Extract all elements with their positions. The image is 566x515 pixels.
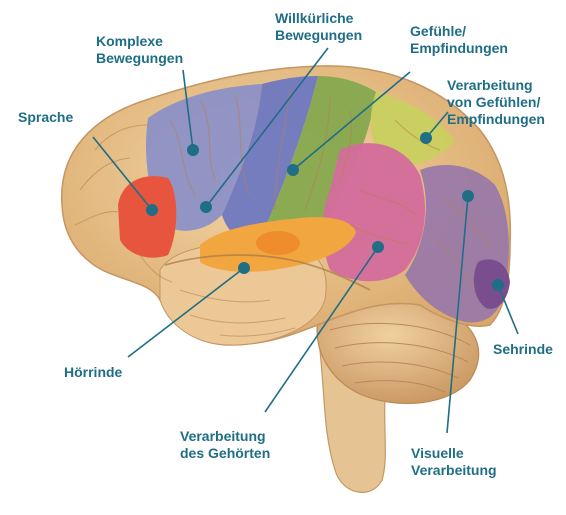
region-hoerrinde-core	[256, 231, 300, 255]
label-verarbeitung-gehoerten: Verarbeitung des Gehörten	[180, 428, 270, 462]
region-verarbeitung-gehoerten	[323, 143, 426, 281]
dot-visuelle-verarbeitung	[462, 190, 474, 202]
dot-sprache	[146, 204, 158, 216]
dot-verarbeitung-gefuehle	[420, 132, 432, 144]
label-hoerrinde: Hörrinde	[64, 364, 122, 381]
label-gefuehle: Gefühle/ Empfindungen	[410, 23, 508, 57]
label-verarbeitung-gefuehle: Verarbeitung von Gefühlen/ Empfindungen	[447, 77, 545, 128]
dot-hoerrinde	[238, 262, 250, 274]
dot-gefuehle	[287, 164, 299, 176]
region-sprache	[118, 176, 176, 258]
dot-willkuerliche-bewegungen	[200, 201, 212, 213]
label-willkuerliche-bewegungen: Willkürliche Bewegungen	[275, 10, 362, 44]
label-visuelle-verarbeitung: Visuelle Verarbeitung	[411, 445, 497, 479]
dot-komplexe-bewegungen	[187, 144, 199, 156]
label-komplexe-bewegungen: Komplexe Bewegungen	[96, 33, 183, 67]
dot-sehrinde	[492, 279, 504, 291]
leader-line-sehrinde	[498, 285, 518, 334]
dot-verarbeitung-gehoerten	[372, 241, 384, 253]
label-sprache: Sprache	[18, 109, 73, 126]
label-sehrinde: Sehrinde	[493, 341, 553, 358]
